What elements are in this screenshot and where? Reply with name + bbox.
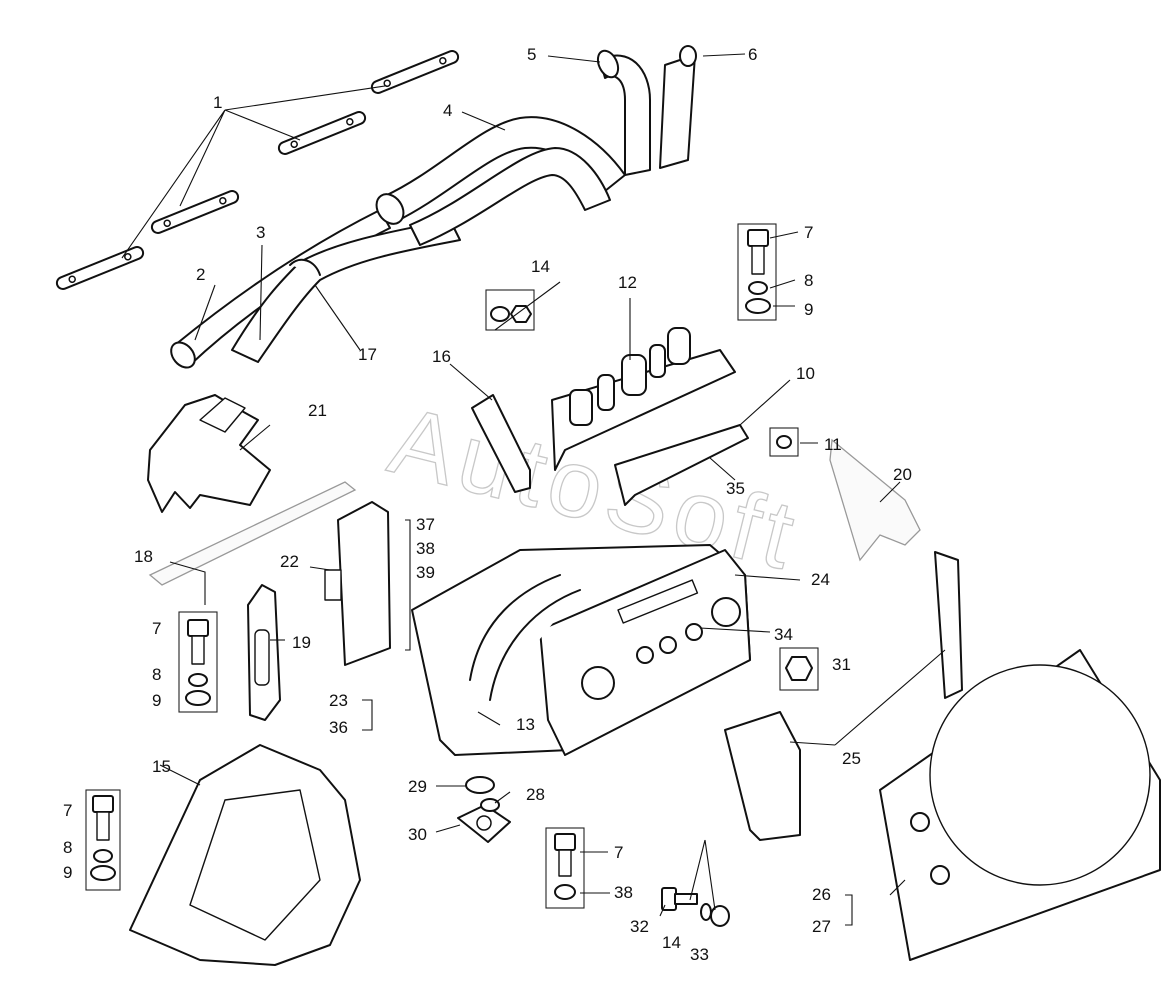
callout-9-bottom: 9 bbox=[63, 863, 72, 882]
bolt-32 bbox=[661, 887, 730, 927]
callout-24: 24 bbox=[811, 570, 830, 589]
callout-14-bottom: 14 bbox=[662, 933, 681, 952]
washer-28 bbox=[480, 798, 500, 812]
callout-8-top: 8 bbox=[804, 271, 813, 290]
callout-labels: 1 2 3 4 5 6 7 8 9 10 11 12 13 14 15 16 1… bbox=[63, 45, 912, 964]
callout-9-top: 9 bbox=[804, 300, 813, 319]
bracket-16 bbox=[471, 394, 531, 493]
callout-27: 27 bbox=[812, 917, 831, 936]
kit-7-8-9-top bbox=[737, 223, 777, 321]
callout-38-kit: 38 bbox=[614, 883, 633, 902]
callout-18: 18 bbox=[134, 547, 153, 566]
callout-8-bottom: 8 bbox=[63, 838, 72, 857]
radiator-26-27 bbox=[879, 649, 1161, 961]
callout-13: 13 bbox=[516, 715, 535, 734]
callout-25: 25 bbox=[842, 749, 861, 768]
callout-11: 11 bbox=[824, 435, 842, 454]
callout-35: 35 bbox=[726, 479, 745, 498]
callout-1: 1 bbox=[213, 93, 222, 112]
kit-7-38 bbox=[545, 827, 585, 909]
callout-33: 33 bbox=[690, 945, 709, 964]
bracket-20 bbox=[829, 438, 921, 562]
callout-32: 32 bbox=[630, 917, 649, 936]
hose-6 bbox=[659, 54, 696, 169]
callout-34: 34 bbox=[774, 625, 793, 644]
callout-16: 16 bbox=[432, 347, 451, 366]
callout-38: 38 bbox=[416, 539, 435, 558]
callout-23: 23 bbox=[329, 691, 348, 710]
callout-37: 37 bbox=[416, 515, 435, 534]
leader-lines bbox=[121, 53, 946, 926]
clamp-strips bbox=[55, 50, 460, 290]
callout-7-top: 7 bbox=[804, 223, 813, 242]
bracket-21 bbox=[147, 394, 271, 513]
callout-20: 20 bbox=[893, 465, 912, 484]
bracket-25 bbox=[724, 711, 801, 841]
callout-7-kit: 7 bbox=[614, 843, 623, 862]
hoses bbox=[170, 45, 697, 369]
callout-5: 5 bbox=[527, 45, 536, 64]
callout-2: 2 bbox=[196, 265, 205, 284]
kit-7-8-9-bottom bbox=[85, 789, 121, 891]
tray-12 bbox=[551, 349, 736, 471]
callout-31: 31 bbox=[832, 655, 851, 674]
callout-3: 3 bbox=[256, 223, 265, 242]
callout-22: 22 bbox=[280, 552, 299, 571]
callout-26: 26 bbox=[812, 885, 831, 904]
callout-39: 39 bbox=[416, 563, 435, 582]
callout-17: 17 bbox=[358, 345, 377, 364]
screw-11 bbox=[769, 427, 799, 457]
callout-8-left: 8 bbox=[152, 665, 161, 684]
callout-9-left: 9 bbox=[152, 691, 161, 710]
kit-14-nut bbox=[485, 289, 535, 331]
callout-14-top: 14 bbox=[531, 257, 550, 276]
callout-15: 15 bbox=[152, 757, 171, 776]
kit-31-nut bbox=[779, 647, 819, 691]
callout-36: 36 bbox=[329, 718, 348, 737]
panel-22 bbox=[337, 501, 391, 666]
washer-29 bbox=[465, 776, 495, 794]
strip-18 bbox=[148, 481, 357, 586]
bracket-35 bbox=[614, 424, 749, 506]
heater-assembly-24 bbox=[411, 544, 751, 756]
callout-21: 21 bbox=[308, 401, 327, 420]
callout-10: 10 bbox=[796, 364, 815, 383]
callout-19: 19 bbox=[292, 633, 311, 652]
kit-7-8-9-left bbox=[178, 611, 218, 713]
callout-30: 30 bbox=[408, 825, 427, 844]
clamp-17 bbox=[289, 258, 321, 276]
callout-4: 4 bbox=[443, 101, 452, 120]
callout-7-left: 7 bbox=[152, 619, 161, 638]
strip-25 bbox=[934, 551, 963, 699]
callout-29: 29 bbox=[408, 777, 427, 796]
callout-7-bottom: 7 bbox=[63, 801, 72, 820]
callout-6: 6 bbox=[748, 45, 757, 64]
callout-12: 12 bbox=[618, 273, 637, 292]
callout-28: 28 bbox=[526, 785, 545, 804]
